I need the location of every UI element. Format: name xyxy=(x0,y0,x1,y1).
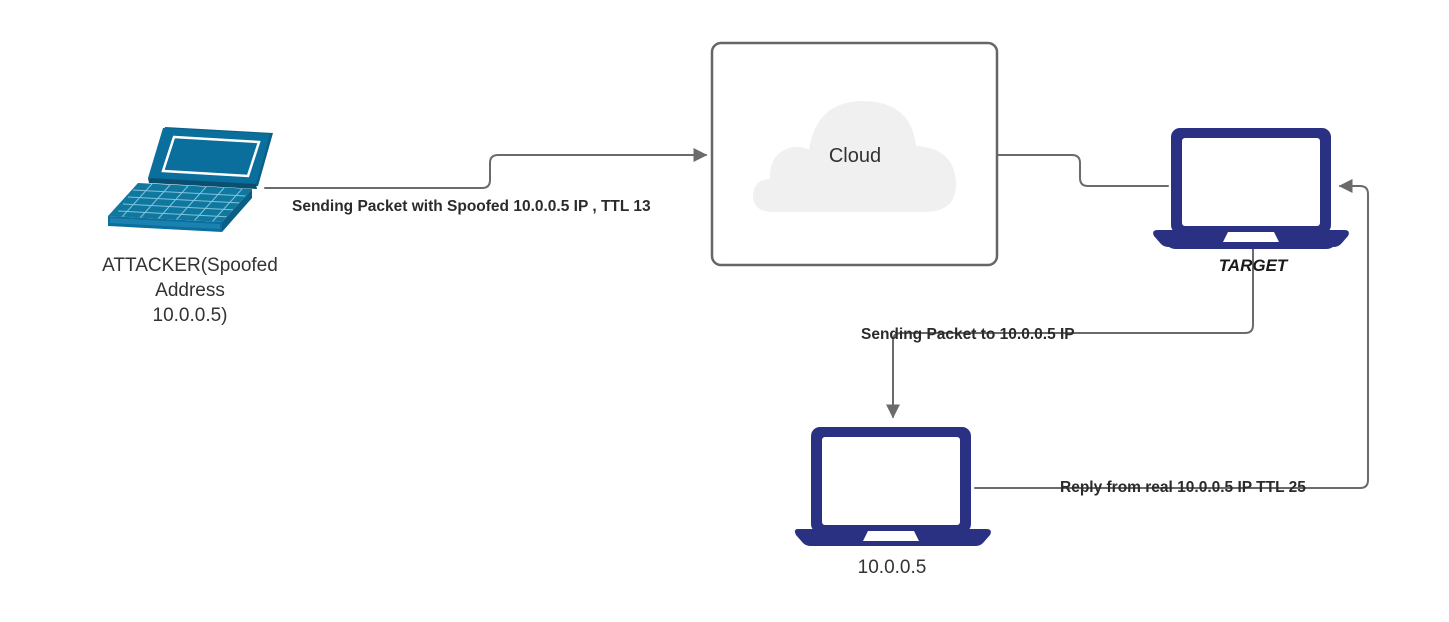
node-cloud-label: Cloud xyxy=(829,145,881,167)
node-target[interactable]: TARGET xyxy=(1153,128,1349,275)
edge-attacker-to-cloud: Sending Packet with Spoofed 10.0.0.5 IP … xyxy=(264,148,708,215)
node-victim[interactable]: 10.0.0.5 xyxy=(794,427,991,578)
cloud-icon xyxy=(753,101,956,212)
edge-victim-to-target-line xyxy=(974,179,1369,489)
node-target-label: TARGET xyxy=(1219,256,1289,275)
node-cloud[interactable]: Cloud xyxy=(710,41,999,267)
laptop-front-icon xyxy=(1153,128,1349,249)
edge-victim-to-target: Reply from real 10.0.0.5 IP TTL 25 xyxy=(974,179,1369,496)
node-attacker-label-line3: 10.0.0.5) xyxy=(153,305,228,326)
node-victim-label: 10.0.0.5 xyxy=(858,557,927,578)
edge-target-to-victim: Sending Packet to 10.0.0.5 IP xyxy=(861,237,1254,419)
edge-cloud-to-target xyxy=(996,154,1169,187)
keyboard-grid-icon xyxy=(117,183,247,223)
edge-cloud-to-target-line xyxy=(996,154,1169,187)
edge-attacker-to-cloud-line xyxy=(264,148,708,189)
node-attacker[interactable]: ATTACKER(Spoofed Address 10.0.0.5) xyxy=(102,127,278,326)
laptop-isometric-icon xyxy=(108,127,273,232)
node-attacker-label-line1: ATTACKER(Spoofed xyxy=(102,255,278,276)
edge-target-to-victim-line xyxy=(886,237,1254,419)
edge-attacker-to-cloud-label: Sending Packet with Spoofed 10.0.0.5 IP … xyxy=(292,198,651,215)
edge-victim-to-target-label: Reply from real 10.0.0.5 IP TTL 25 xyxy=(1060,479,1306,496)
edge-target-to-victim-label: Sending Packet to 10.0.0.5 IP xyxy=(861,326,1075,343)
node-attacker-label-line2: Address xyxy=(155,280,225,301)
laptop-front-icon xyxy=(794,427,991,546)
